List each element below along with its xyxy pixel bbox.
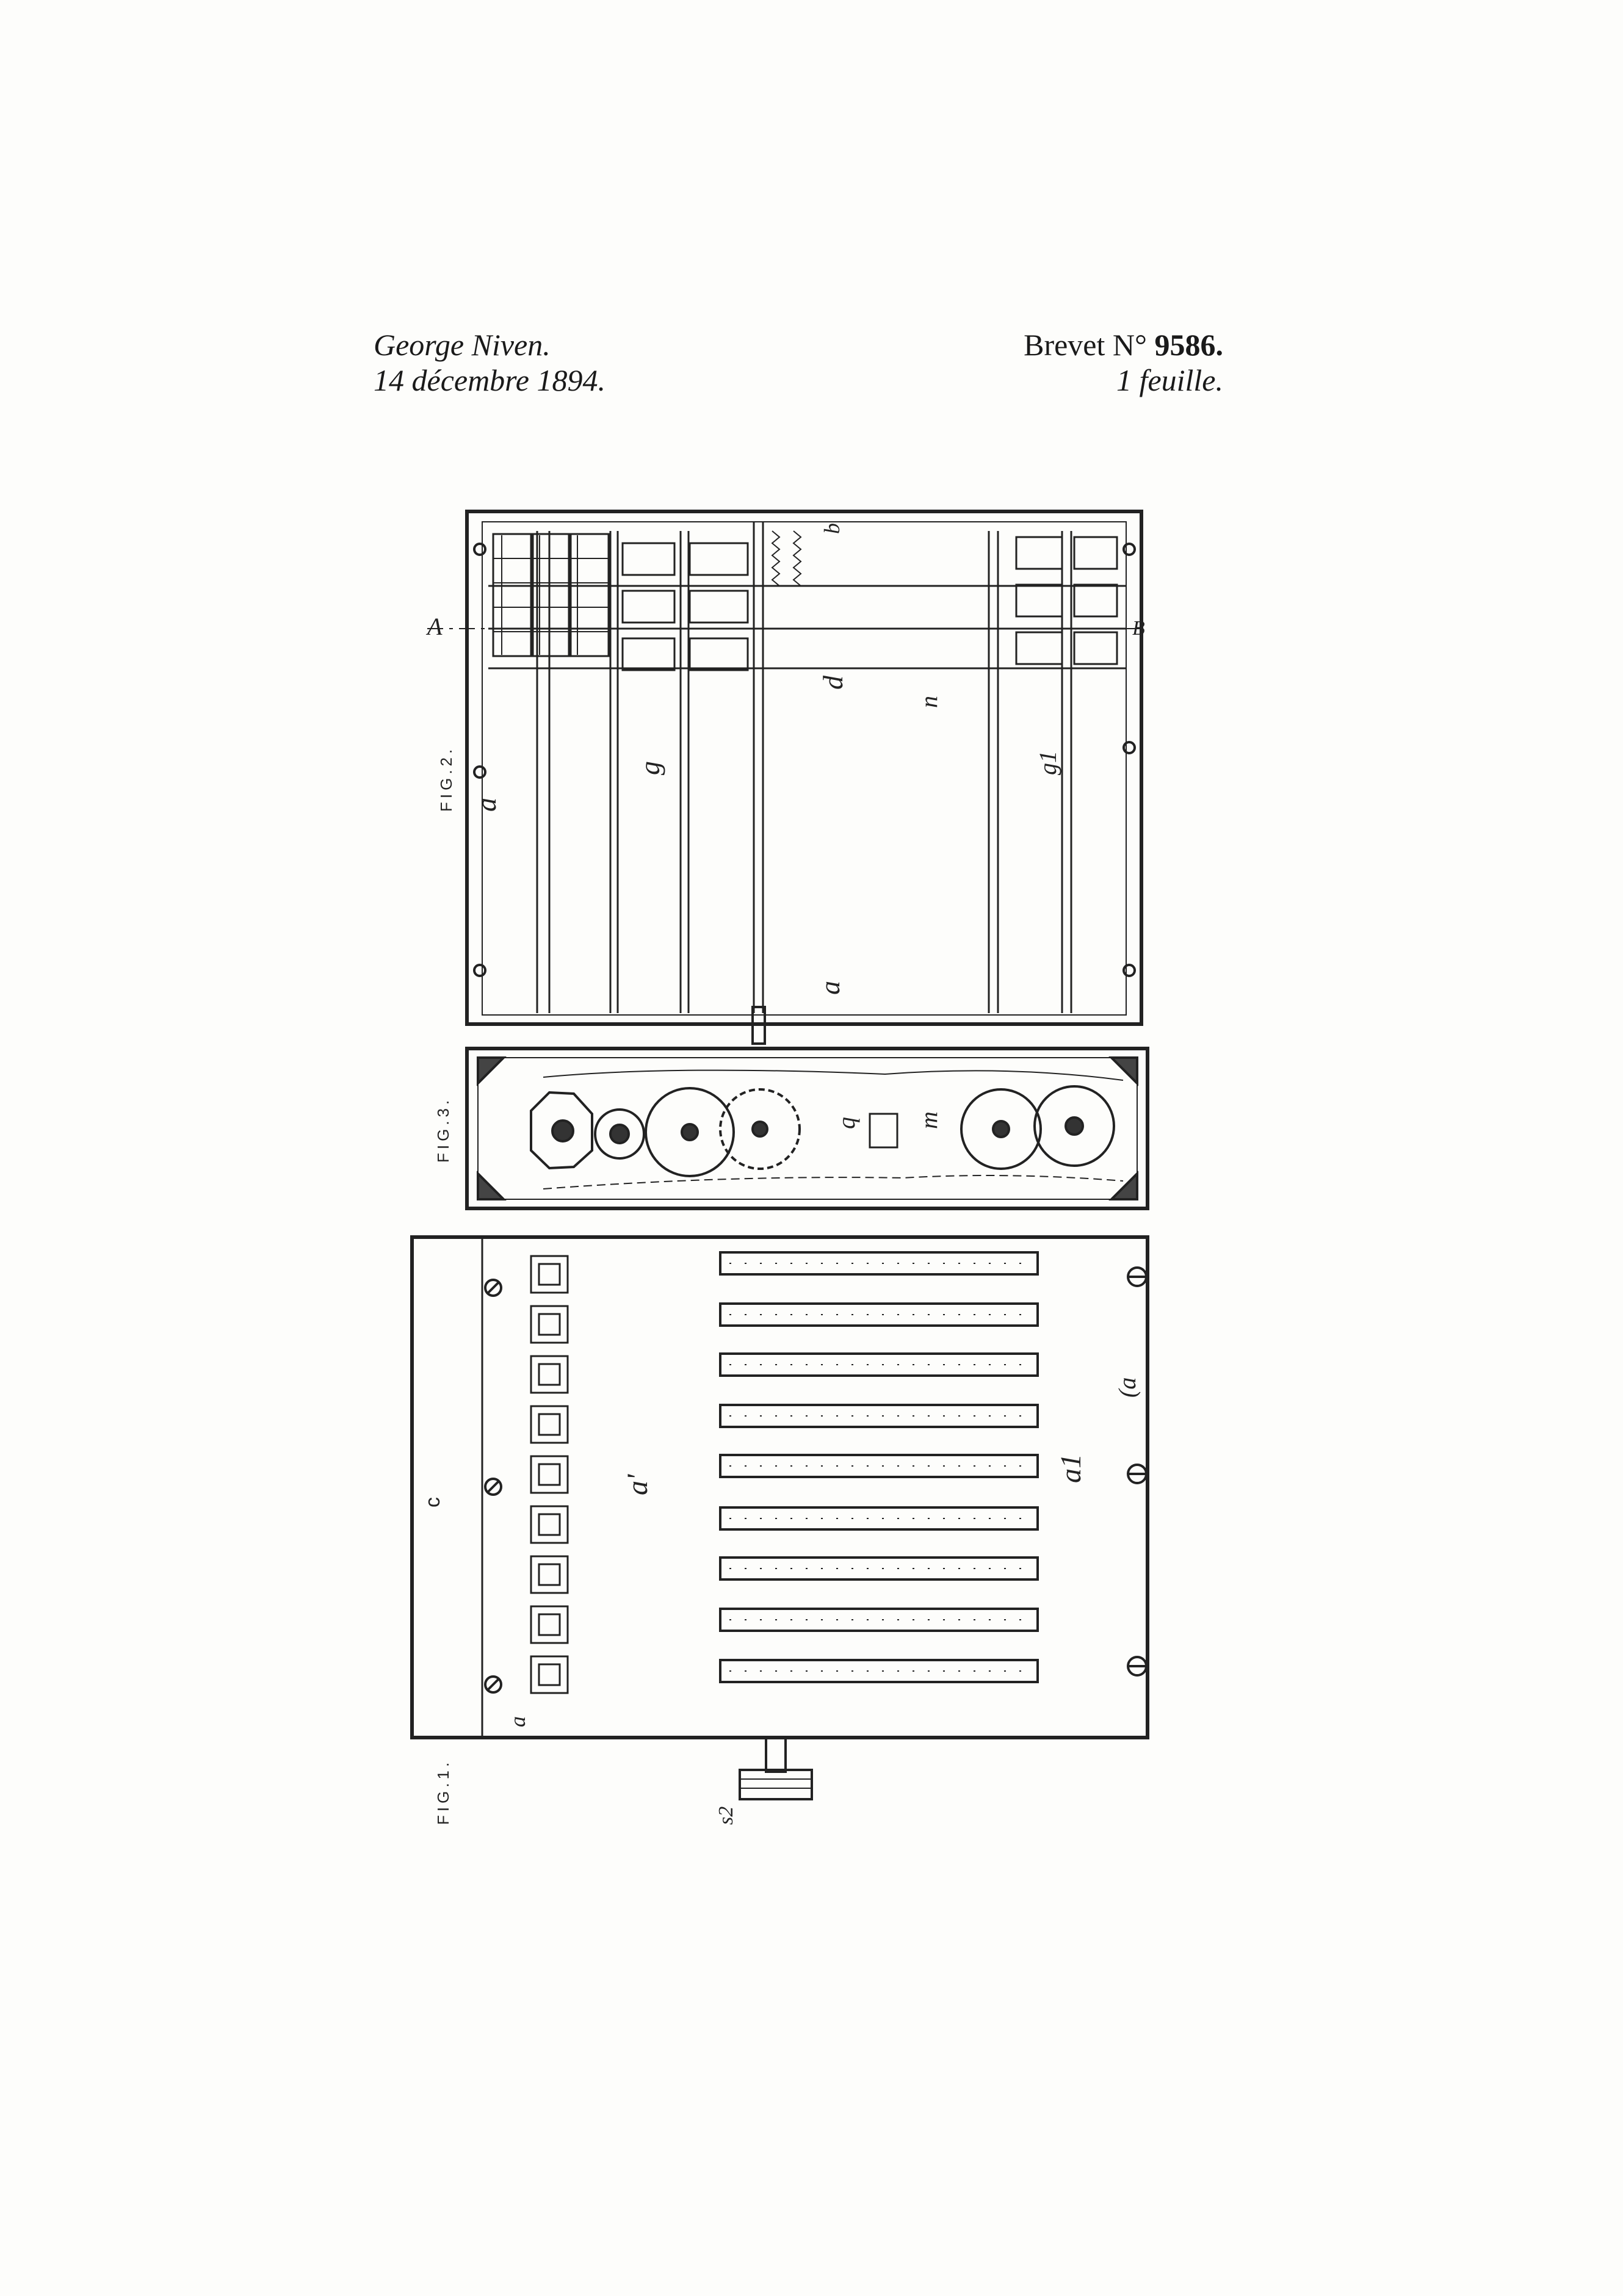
brevet-number-line: Brevet N° 9586.: [1024, 330, 1223, 360]
figure-2: [427, 510, 1148, 1045]
fig3-axle: [551, 1119, 574, 1143]
brevet-number: 9586.: [1154, 328, 1224, 362]
fig3-caption: FIG.3.: [434, 1097, 452, 1163]
fig3-gear: [1033, 1085, 1115, 1167]
fig3-gear: [645, 1087, 735, 1177]
fig1-label-a-left: a: [505, 1716, 530, 1727]
fig3-frame: [465, 1047, 1149, 1210]
fig1-top-plate: [481, 1236, 1149, 1739]
fig2-label-d: d: [817, 675, 848, 690]
fig3-axle: [1065, 1116, 1084, 1136]
fig3-axle: [992, 1120, 1010, 1138]
fig3-axle: [681, 1123, 699, 1141]
fig3-pawl-block: [869, 1113, 898, 1149]
fig2-screw-hole: [1122, 964, 1136, 977]
fig3-axle: [609, 1124, 630, 1144]
fig2-shaft-end: [751, 1006, 766, 1045]
sheet-count: 1 feuille.: [1116, 363, 1223, 397]
fig2-screw-hole: [473, 765, 486, 779]
fig2-label-g: g: [634, 761, 665, 775]
fig3-gear: [594, 1108, 645, 1160]
section-mark-b: B: [1132, 617, 1145, 640]
fig2-label-a-lower: a: [814, 981, 845, 995]
fig3-corner-block: [1108, 1171, 1138, 1200]
fig2-label-n: n: [915, 696, 942, 708]
filing-date: 14 décembre 1894.: [374, 363, 605, 397]
fig1-screws: [484, 1266, 1148, 1694]
fig3-axle: [751, 1121, 768, 1138]
fig1-label-c: c: [421, 1493, 444, 1507]
section-mark-a: A: [425, 613, 443, 640]
fig3-label-m: m: [915, 1111, 942, 1129]
fig3-corner-block: [1108, 1056, 1138, 1086]
fig2-screw-hole: [473, 543, 486, 556]
figure-1: [410, 1235, 1149, 1800]
fig1-label-a-right: (a: [1113, 1377, 1141, 1398]
fig2-frame: [465, 510, 1143, 1026]
fig3-corner-block: [477, 1056, 507, 1086]
fig2-label-b: b: [820, 523, 844, 534]
inventor-name: George Niven.: [374, 328, 551, 362]
fig2-label-g1: g1: [1034, 751, 1061, 775]
brevet-label: Brevet N°: [1024, 328, 1155, 362]
fig3-cord: [543, 1069, 1124, 1081]
fig3-gear: [719, 1088, 801, 1170]
fig2-ratchet-gears: [621, 536, 1118, 671]
fig2-number-wheels: [492, 533, 610, 657]
fig2-screw-hole: [473, 964, 486, 977]
fig1-label-a1: a1: [1055, 1454, 1087, 1483]
figure-3: [465, 1047, 1149, 1210]
fig3-corner-block: [477, 1171, 507, 1200]
fig2-label-a: a: [471, 798, 502, 812]
fig3-inner-frame: [477, 1057, 1138, 1200]
fig2-spring: [771, 530, 802, 587]
fig2-inner-frame: [482, 521, 1127, 1016]
fig1-key-windows: [530, 1255, 569, 1694]
fig1-label-a-prime: a': [621, 1474, 654, 1495]
fig2-screw-hole: [1122, 543, 1136, 556]
fig1-label-s2: s2: [715, 1807, 737, 1825]
fig2-vertical-shafts: [536, 522, 1072, 1013]
fig3-cord: [543, 1175, 1124, 1190]
fig2-caption: FIG.2.: [437, 746, 455, 812]
fig3-gear: [960, 1088, 1042, 1170]
fig1-slots: [719, 1251, 1039, 1683]
fig3-number-wheel: [530, 1091, 593, 1170]
fig1-caption: FIG.1.: [434, 1759, 452, 1825]
crank-knob: [739, 1737, 813, 1800]
fig2-screw-hole: [1122, 741, 1136, 754]
fig3-label-q: q: [833, 1117, 860, 1129]
